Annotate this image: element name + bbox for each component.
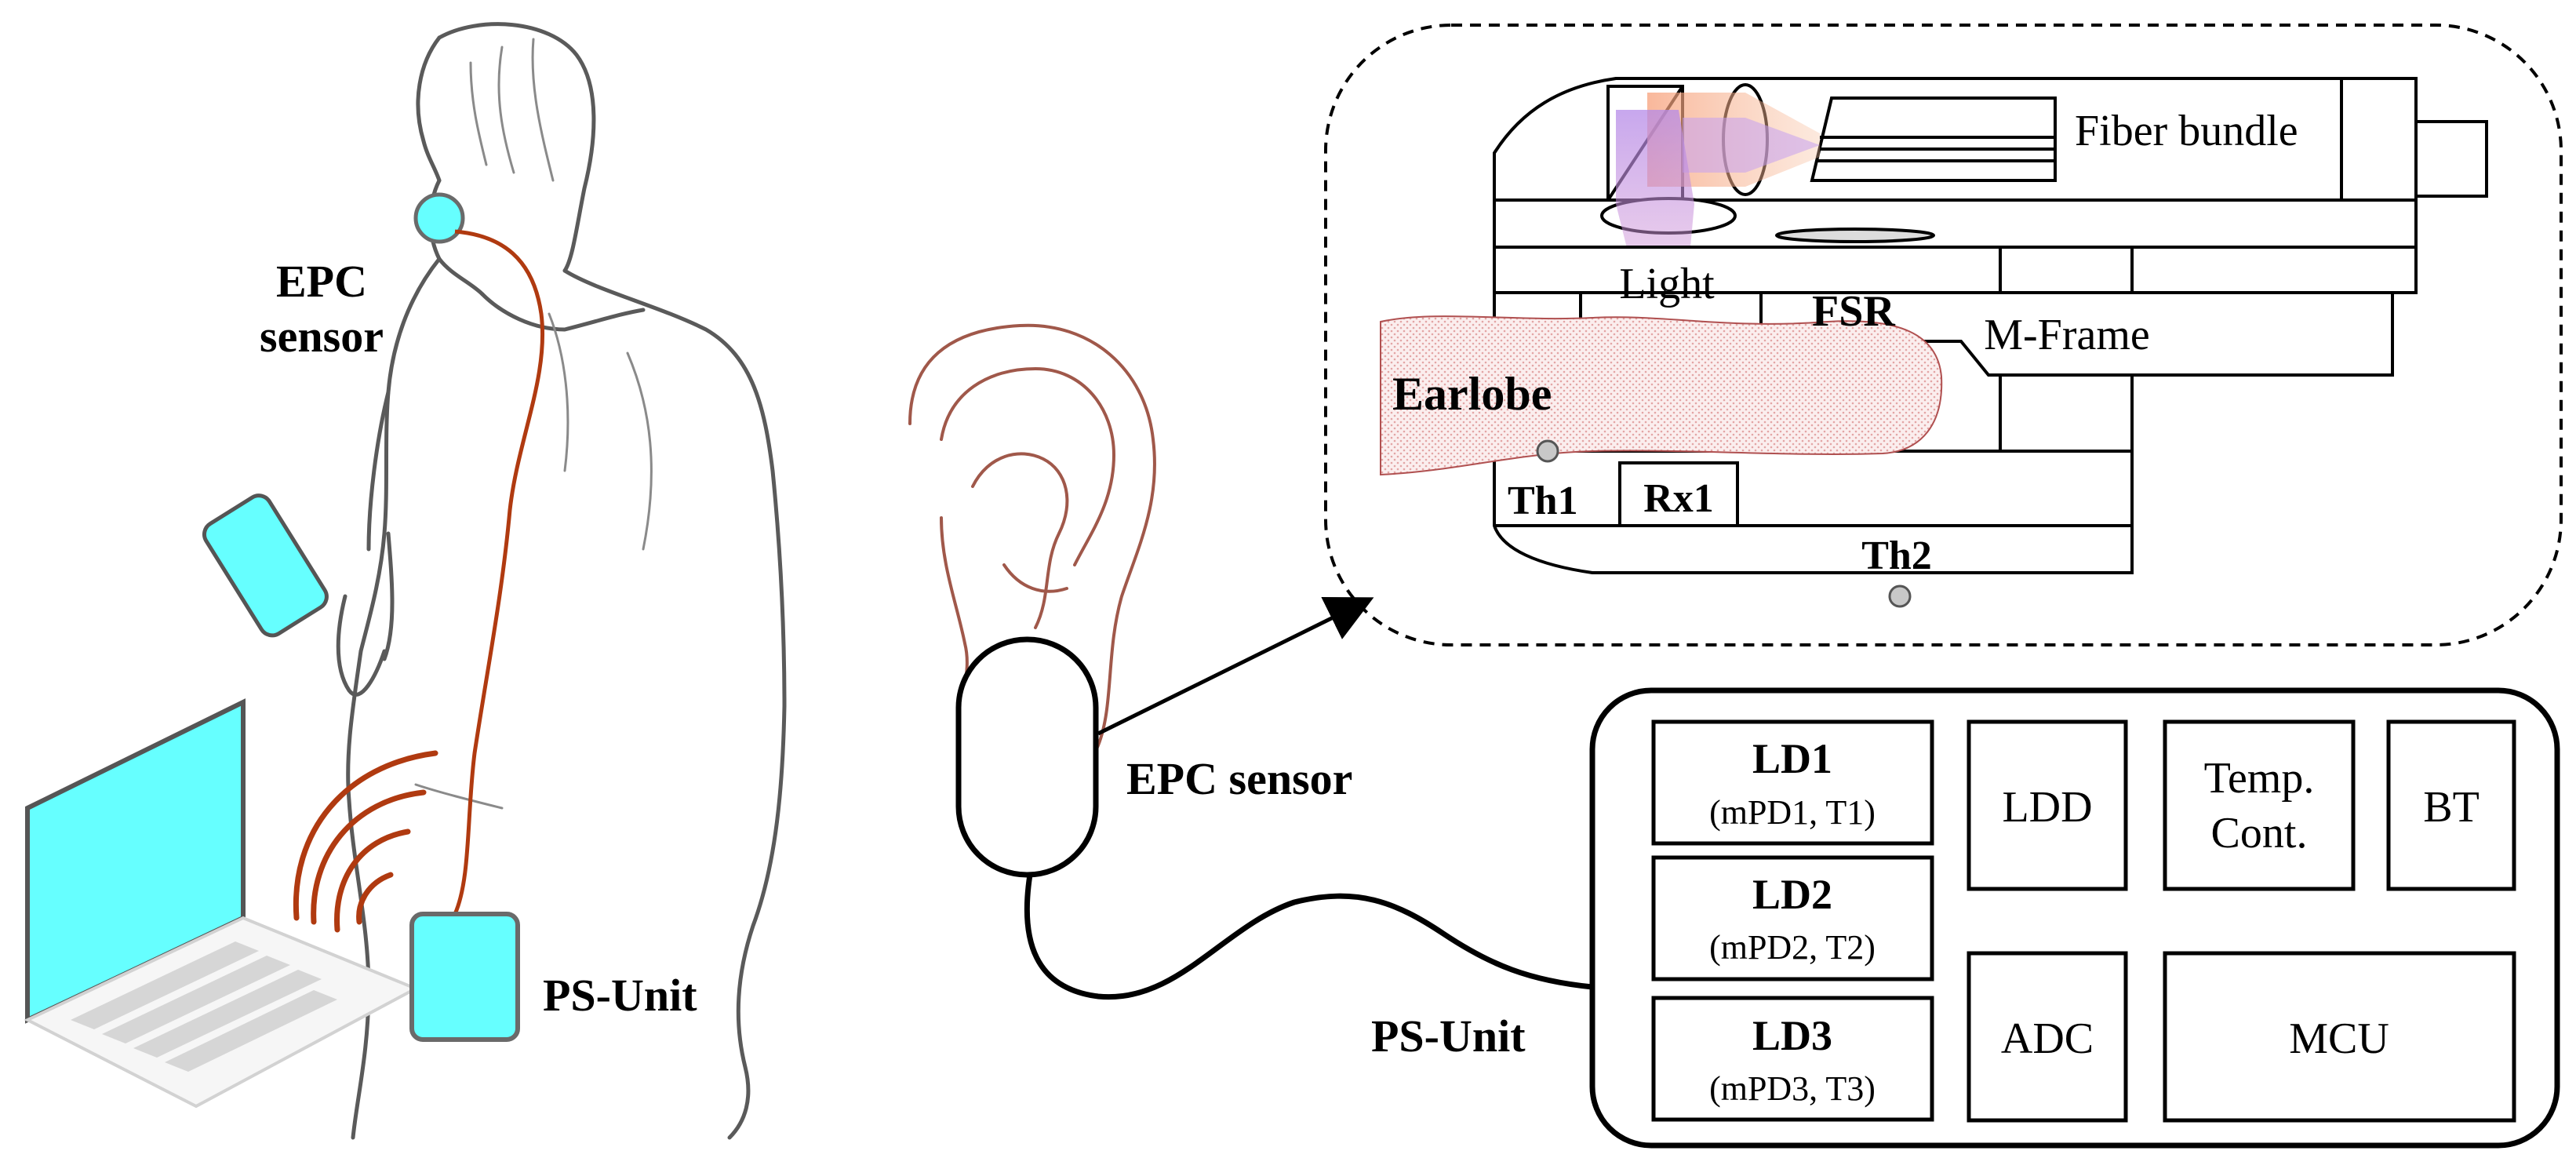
rx1-label: Rx1	[1643, 476, 1714, 521]
ld3-sub: (mPD3, T3)	[1709, 1069, 1876, 1108]
adc-block	[1967, 951, 2128, 1123]
ldd-label: LDD	[2002, 783, 2092, 832]
ld3-block	[1651, 996, 1934, 1122]
epc-sensor-oval	[955, 636, 1099, 878]
th1-label: Th1	[1508, 479, 1578, 523]
detail-arrow	[1097, 597, 1374, 736]
ld2-title: LD2	[1752, 871, 1832, 918]
th1-sensor	[1536, 439, 1559, 463]
epc-sensor-device-left	[413, 192, 465, 244]
sensor-lower-frame	[1493, 246, 2418, 574]
ld1-block	[1651, 719, 1934, 846]
mcu-label: MCU	[2289, 1014, 2389, 1063]
ld1-title: LD1	[1752, 735, 1832, 782]
temp-label-line2: Cont.	[2211, 809, 2308, 858]
bt-label: BT	[2423, 783, 2480, 832]
ld3-title: LD3	[1752, 1012, 1832, 1059]
laptop-icon	[24, 698, 420, 1109]
ps-unit-device-left	[409, 912, 520, 1042]
th2-label: Th2	[1861, 534, 1932, 578]
smartphone-icon	[202, 493, 329, 638]
bt-block	[2386, 719, 2516, 891]
light-label: Light	[1619, 260, 1715, 308]
fsr-label: FSR	[1812, 287, 1895, 336]
adc-label: ADC	[2001, 1014, 2094, 1063]
ps-unit-blocks	[1651, 719, 2516, 1123]
ps-unit-label-middle: PS-Unit	[1371, 1011, 1526, 1062]
epc-label-left-line1: EPC	[276, 256, 367, 307]
ldd-block	[1967, 719, 2128, 891]
m-frame-label: M-Frame	[1984, 311, 2150, 359]
ld2-sub: (mPD2, T2)	[1709, 928, 1876, 967]
wireless-signal-icon	[293, 750, 438, 933]
fiber-bundle-label: Fiber bundle	[2075, 107, 2298, 155]
temp-cont-block	[2163, 719, 2356, 891]
sensor-cable-left	[453, 229, 545, 916]
sensor-detail-frame	[1324, 24, 2563, 646]
person-outline	[336, 22, 787, 1140]
earlobe-shape	[1380, 315, 1943, 476]
epc-label-middle: EPC sensor	[1126, 753, 1352, 804]
ld1-sub: (mPD1, T1)	[1709, 793, 1876, 832]
epc-label-left-line2: sensor	[260, 311, 384, 362]
ps-unit-label-left: PS-Unit	[543, 970, 697, 1021]
ps-unit-cable	[1024, 874, 1593, 1000]
earlobe-label: Earlobe	[1392, 368, 1552, 420]
mcu-block	[2163, 951, 2516, 1123]
th2-sensor	[1888, 584, 1912, 608]
ld2-block	[1651, 855, 1934, 981]
temp-label-line1: Temp.	[2204, 754, 2315, 803]
